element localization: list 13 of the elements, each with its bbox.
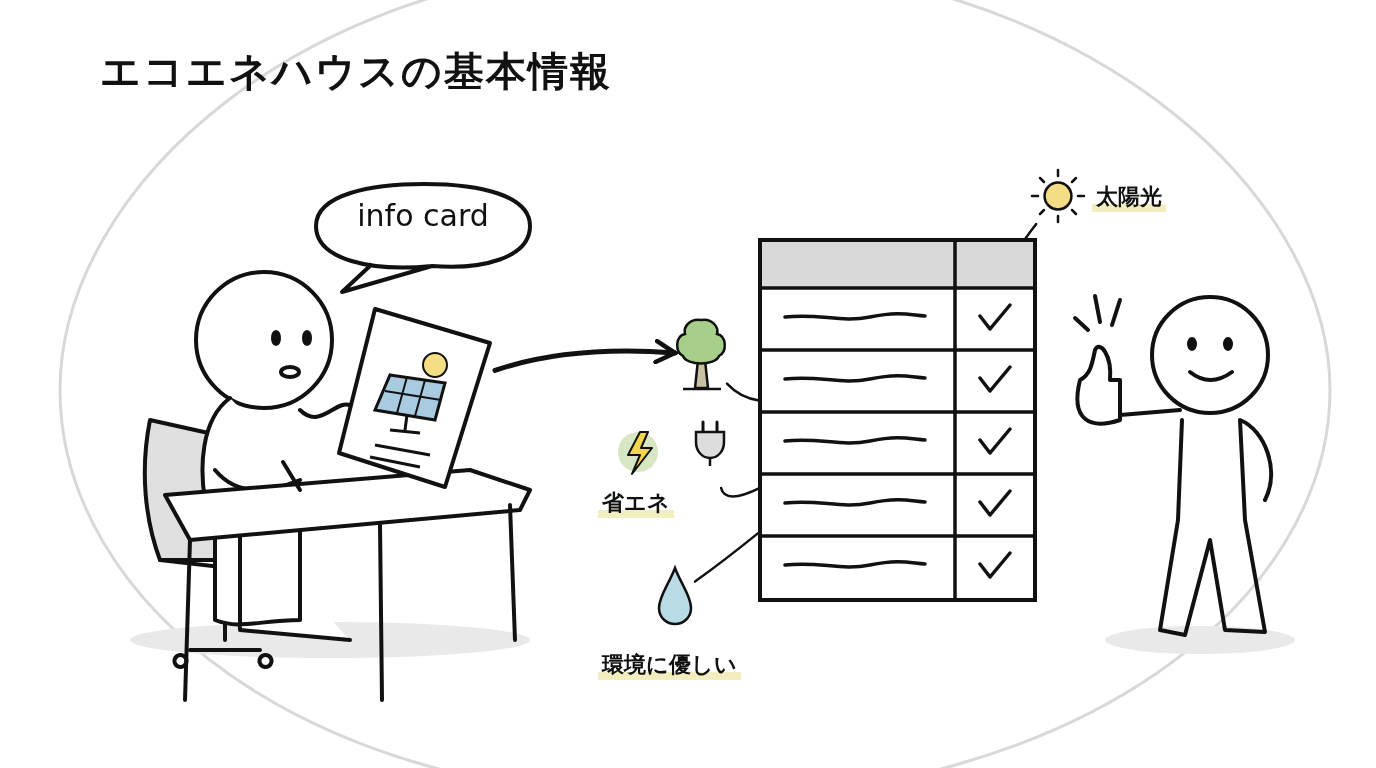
icon-label: 太陽光 bbox=[1092, 182, 1166, 212]
checklist-table-drawing bbox=[758, 238, 1037, 602]
speech-bubble bbox=[314, 182, 532, 294]
sun-icon bbox=[1030, 168, 1086, 224]
arrow bbox=[492, 339, 678, 373]
icon-label: 省エネ bbox=[598, 488, 674, 518]
info-card-drawing bbox=[337, 307, 492, 489]
tree-icon bbox=[676, 318, 726, 391]
title: エコエネハウスの基本情報 bbox=[100, 47, 612, 96]
water-drop-icon bbox=[657, 566, 693, 626]
icon-label: 環境に優しい bbox=[598, 650, 741, 680]
plug-icon bbox=[694, 420, 726, 466]
speech-text: info card bbox=[356, 198, 490, 233]
